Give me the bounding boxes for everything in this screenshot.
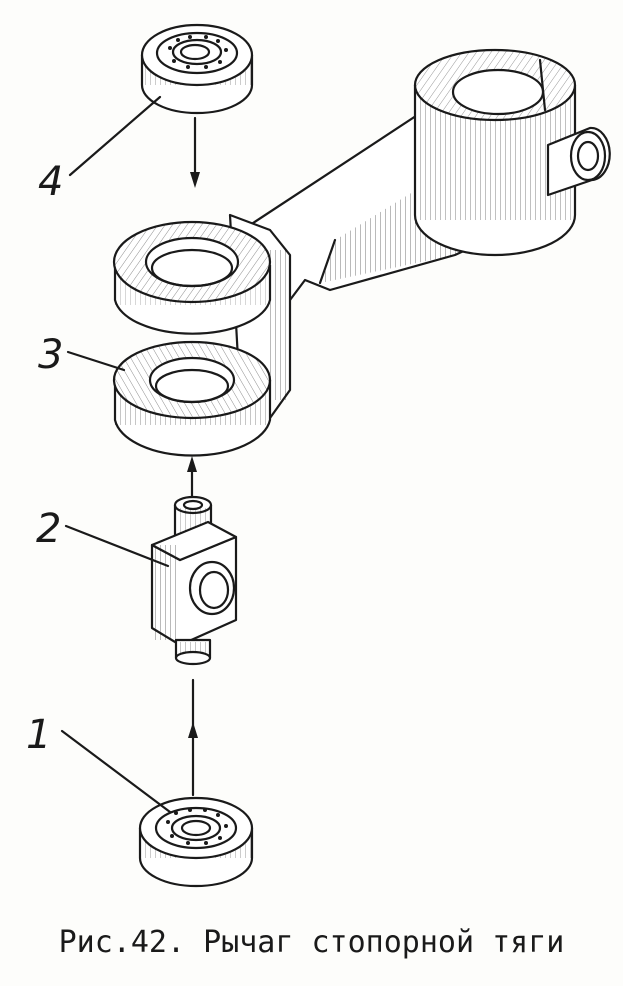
lever-3 xyxy=(112,48,611,457)
callout-4: 4 xyxy=(38,159,63,205)
leader-lines xyxy=(60,95,172,814)
callout-1: 1 xyxy=(26,712,51,758)
pin-block-2 xyxy=(150,495,238,666)
arrow-1 xyxy=(188,678,198,797)
callout-3: 3 xyxy=(38,332,63,378)
bearing-4 xyxy=(140,23,254,115)
figure-caption: Рис.42. Рычаг стопорной тяги xyxy=(58,925,565,960)
arrow-3 xyxy=(187,456,197,502)
bearing-1 xyxy=(138,796,254,888)
callout-2: 2 xyxy=(36,506,61,552)
arrow-4 xyxy=(190,116,200,188)
